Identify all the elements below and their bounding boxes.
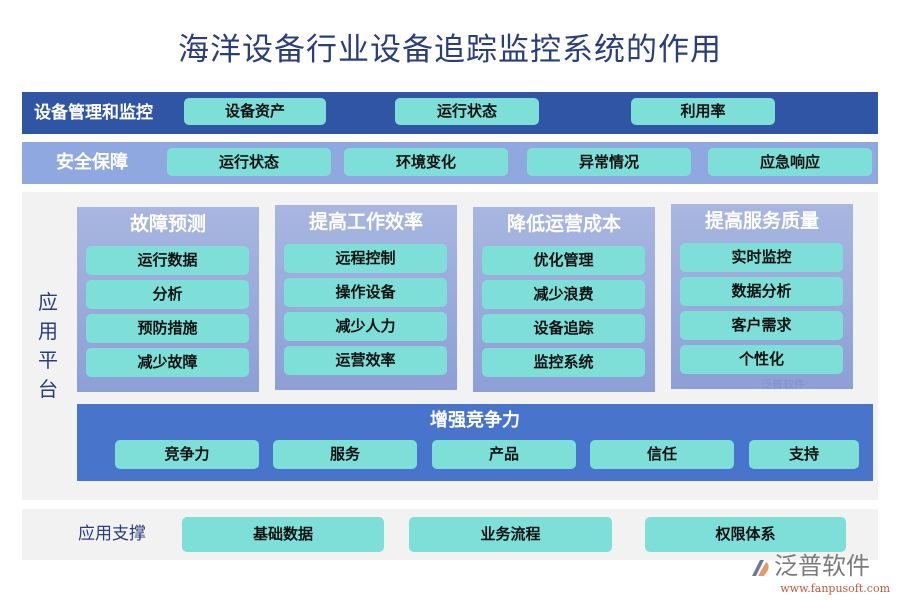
- platform-label-char: 平: [38, 348, 58, 372]
- platform-label-char: 用: [38, 319, 58, 343]
- logo-name: 泛普软件: [774, 552, 870, 580]
- card-title: 提高工作效率: [308, 211, 423, 233]
- application-platform: 应 用 平 台 故障预测 运行数据 分析 预防措施 减少故障 提高工作效率 远程…: [22, 192, 878, 500]
- watermark-logo: 泛普软件: [761, 378, 805, 391]
- card-item: 操作设备: [284, 278, 447, 307]
- card-fault-prediction: 故障预测 运行数据 分析 预防措施 减少故障: [77, 207, 259, 392]
- support-item-permission-system: 权限体系: [645, 517, 846, 552]
- platform-label-char: 台: [38, 377, 58, 401]
- card-item: 分析: [86, 280, 249, 309]
- equipment-item-utilization: 利用率: [631, 98, 775, 125]
- competitiveness-item: 竞争力: [115, 440, 259, 469]
- equipment-management-row: 设备管理和监控 设备资产 运行状态 利用率: [22, 92, 878, 134]
- card-item: 运行数据: [86, 246, 249, 275]
- card-item: 预防措施: [86, 314, 249, 343]
- security-item-emergency: 应急响应: [708, 148, 872, 176]
- card-item: 减少浪费: [482, 280, 645, 309]
- card-title: 故障预测: [129, 213, 206, 235]
- page-title: 海洋设备行业设备追踪监控系统的作用: [178, 32, 722, 68]
- support-label: 应用支撑: [78, 524, 146, 544]
- logo-url: www.fanpusoft.com: [780, 582, 890, 595]
- security-item-environment: 环境变化: [344, 148, 508, 176]
- security-item-status: 运行状态: [167, 148, 331, 176]
- card-item: 优化管理: [482, 246, 645, 275]
- card-title: 提高服务质量: [704, 210, 819, 232]
- support-item-business-process: 业务流程: [409, 517, 612, 552]
- card-item: 监控系统: [482, 348, 645, 377]
- card-item: 运营效率: [284, 346, 447, 375]
- security-row: 安全保障 运行状态 环境变化 异常情况 应急响应: [22, 142, 878, 184]
- competitiveness-item: 产品: [432, 440, 576, 469]
- card-item: 减少人力: [284, 312, 447, 341]
- equipment-item-assets: 设备资产: [184, 98, 326, 125]
- equipment-item-status: 运行状态: [395, 98, 539, 125]
- platform-label-char: 应: [38, 290, 58, 314]
- competitiveness-item: 信任: [590, 440, 734, 469]
- support-item-basic-data: 基础数据: [182, 517, 384, 552]
- card-item: 个性化: [680, 345, 843, 374]
- card-title: 降低运营成本: [506, 213, 621, 235]
- competitiveness-item: 支持: [749, 440, 859, 469]
- competitiveness-band: 增强竞争力 竞争力 服务 产品 信任 支持: [77, 404, 873, 481]
- card-efficiency: 提高工作效率 远程控制 操作设备 减少人力 运营效率: [275, 205, 457, 390]
- brand-logo: 泛普软件 www.fanpusoft.com: [750, 550, 890, 596]
- platform-label: 应 用 平 台: [36, 288, 60, 404]
- card-item: 客户需求: [680, 311, 843, 340]
- card-item: 数据分析: [680, 277, 843, 306]
- equipment-management-label: 设备管理和监控: [34, 103, 153, 123]
- competitiveness-item: 服务: [273, 440, 417, 469]
- security-label: 安全保障: [56, 152, 128, 173]
- logo-mark-icon: [752, 560, 769, 576]
- card-item: 实时监控: [680, 243, 843, 272]
- card-item: 远程控制: [284, 244, 447, 273]
- card-item: 减少故障: [86, 348, 249, 377]
- competitiveness-title: 增强竞争力: [430, 410, 520, 431]
- application-support-row: 应用支撑 基础数据 业务流程 权限体系: [22, 509, 878, 560]
- card-item: 设备追踪: [482, 314, 645, 343]
- card-service-quality: 提高服务质量 实时监控 数据分析 客户需求 个性化 泛普软件: [671, 204, 853, 391]
- security-item-anomaly: 异常情况: [527, 148, 691, 176]
- card-cost-reduction: 降低运营成本 优化管理 减少浪费 设备追踪 监控系统: [473, 207, 655, 392]
